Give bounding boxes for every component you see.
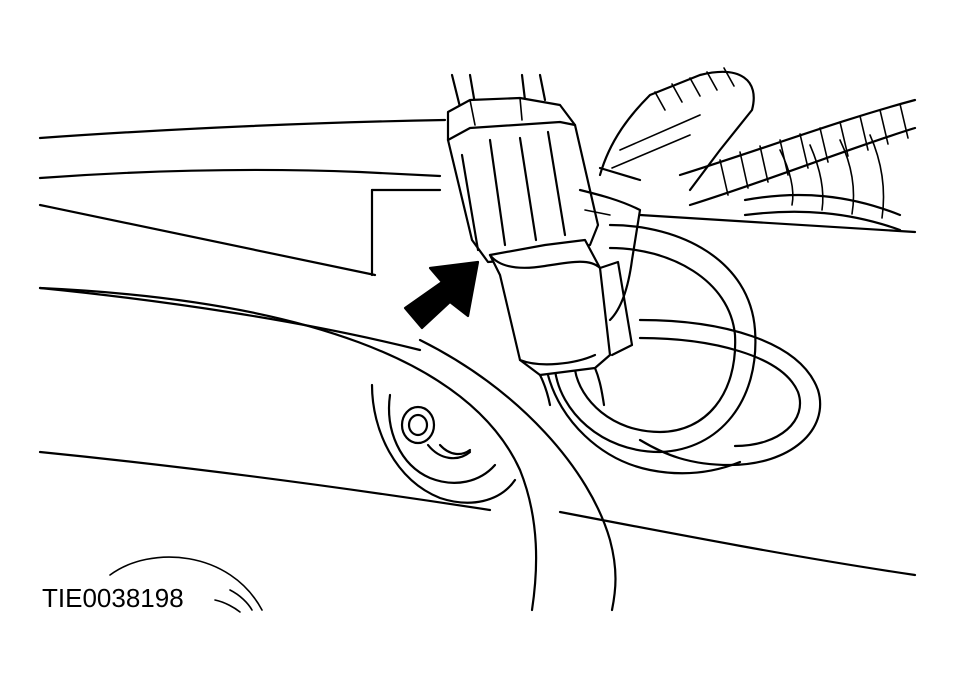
- cable-upper-right: [598, 67, 917, 232]
- background-panel: [38, 118, 917, 577]
- figure-reference-code: TIE0038198: [42, 583, 184, 613]
- connector-upper: [446, 96, 642, 322]
- label-arcs: [109, 556, 263, 613]
- hose: [38, 286, 617, 612]
- arrow-icon: [403, 260, 480, 330]
- connector-lower: [488, 238, 634, 407]
- mounting-bolt: [370, 383, 517, 504]
- wire-loop: [546, 223, 822, 475]
